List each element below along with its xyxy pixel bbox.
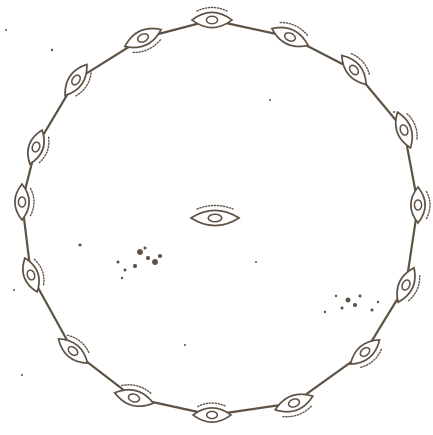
ink-speck xyxy=(152,259,158,265)
ink-speck xyxy=(335,295,337,297)
ink-speck xyxy=(393,111,395,113)
ink-speck xyxy=(377,301,379,303)
ink-speck xyxy=(121,277,123,279)
ink-speck xyxy=(13,289,15,291)
ink-speck xyxy=(269,99,271,101)
ink-speck xyxy=(146,256,150,260)
ink-speck xyxy=(21,374,23,376)
ink-speck xyxy=(341,307,344,310)
ink-speck xyxy=(144,247,147,250)
ink-speck xyxy=(79,244,82,247)
ink-speck xyxy=(51,49,53,51)
ink-speck xyxy=(133,264,137,268)
ink-speck xyxy=(346,298,351,303)
ink-speck xyxy=(117,261,120,264)
ink-speck xyxy=(371,309,374,312)
ink-speck xyxy=(353,303,357,307)
ink-speck xyxy=(124,269,127,272)
ink-speck xyxy=(324,311,326,313)
ink-speck xyxy=(359,295,362,298)
ink-speck xyxy=(184,344,186,346)
ink-speck xyxy=(158,254,162,258)
ink-speck xyxy=(137,249,143,255)
ink-speck xyxy=(5,29,7,31)
ink-speck xyxy=(255,261,257,263)
